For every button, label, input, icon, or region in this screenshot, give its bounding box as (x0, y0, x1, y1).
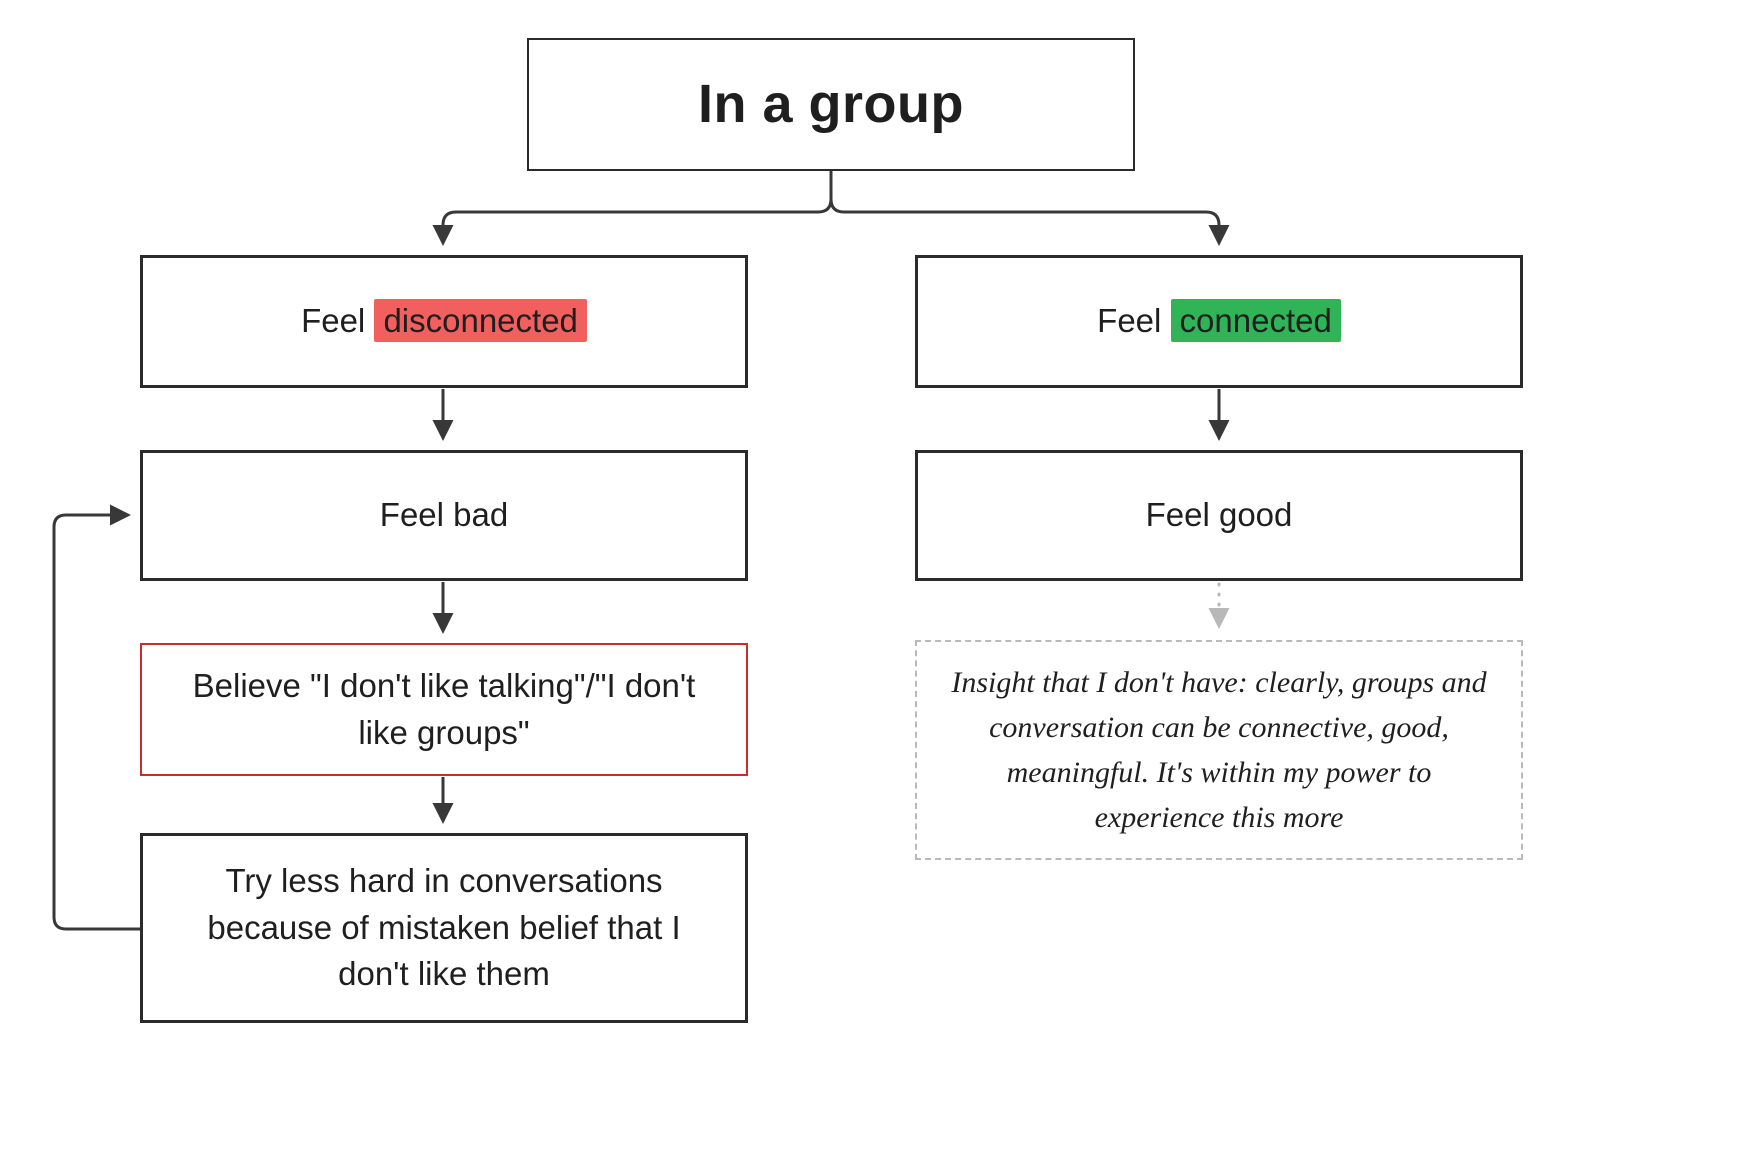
disconnected-highlight: disconnected (374, 299, 587, 343)
node-believe-label: Believe "I don't like talking"/"I don't … (192, 666, 696, 751)
connector-title-to-connected (829, 171, 1230, 246)
feel-disconnected-prefix: Feel (301, 302, 375, 340)
node-feel-bad: Feel bad (140, 450, 748, 581)
node-feel-good: Feel good (915, 450, 1523, 581)
node-in-a-group: In a group (527, 38, 1135, 171)
node-in-a-group-label: In a group (698, 74, 964, 135)
node-feel-bad-label: Feel bad (379, 496, 509, 534)
node-try-less-hard: Try less hard in conversations because o… (140, 833, 748, 1023)
feel-connected-prefix: Feel (1097, 302, 1171, 340)
node-believe-mistaken-belief: Believe "I don't like talking"/"I don't … (140, 643, 748, 776)
connector-title-to-disconnected (432, 171, 833, 246)
node-feel-good-label: Feel good (1145, 496, 1293, 534)
node-feel-connected-label: Feel connected (1097, 298, 1341, 345)
connected-highlight: connected (1170, 299, 1341, 343)
node-insight: Insight that I don't have: clearly, grou… (915, 640, 1523, 860)
node-feel-disconnected-label: Feel disconnected (301, 298, 587, 345)
node-try-less-hard-label: Try less hard in conversations because o… (207, 861, 681, 993)
node-insight-label: Insight that I don't have: clearly, grou… (951, 666, 1487, 834)
node-feel-connected: Feel connected (915, 255, 1523, 388)
node-feel-disconnected: Feel disconnected (140, 255, 748, 388)
connector-feedback-loop (52, 504, 140, 931)
